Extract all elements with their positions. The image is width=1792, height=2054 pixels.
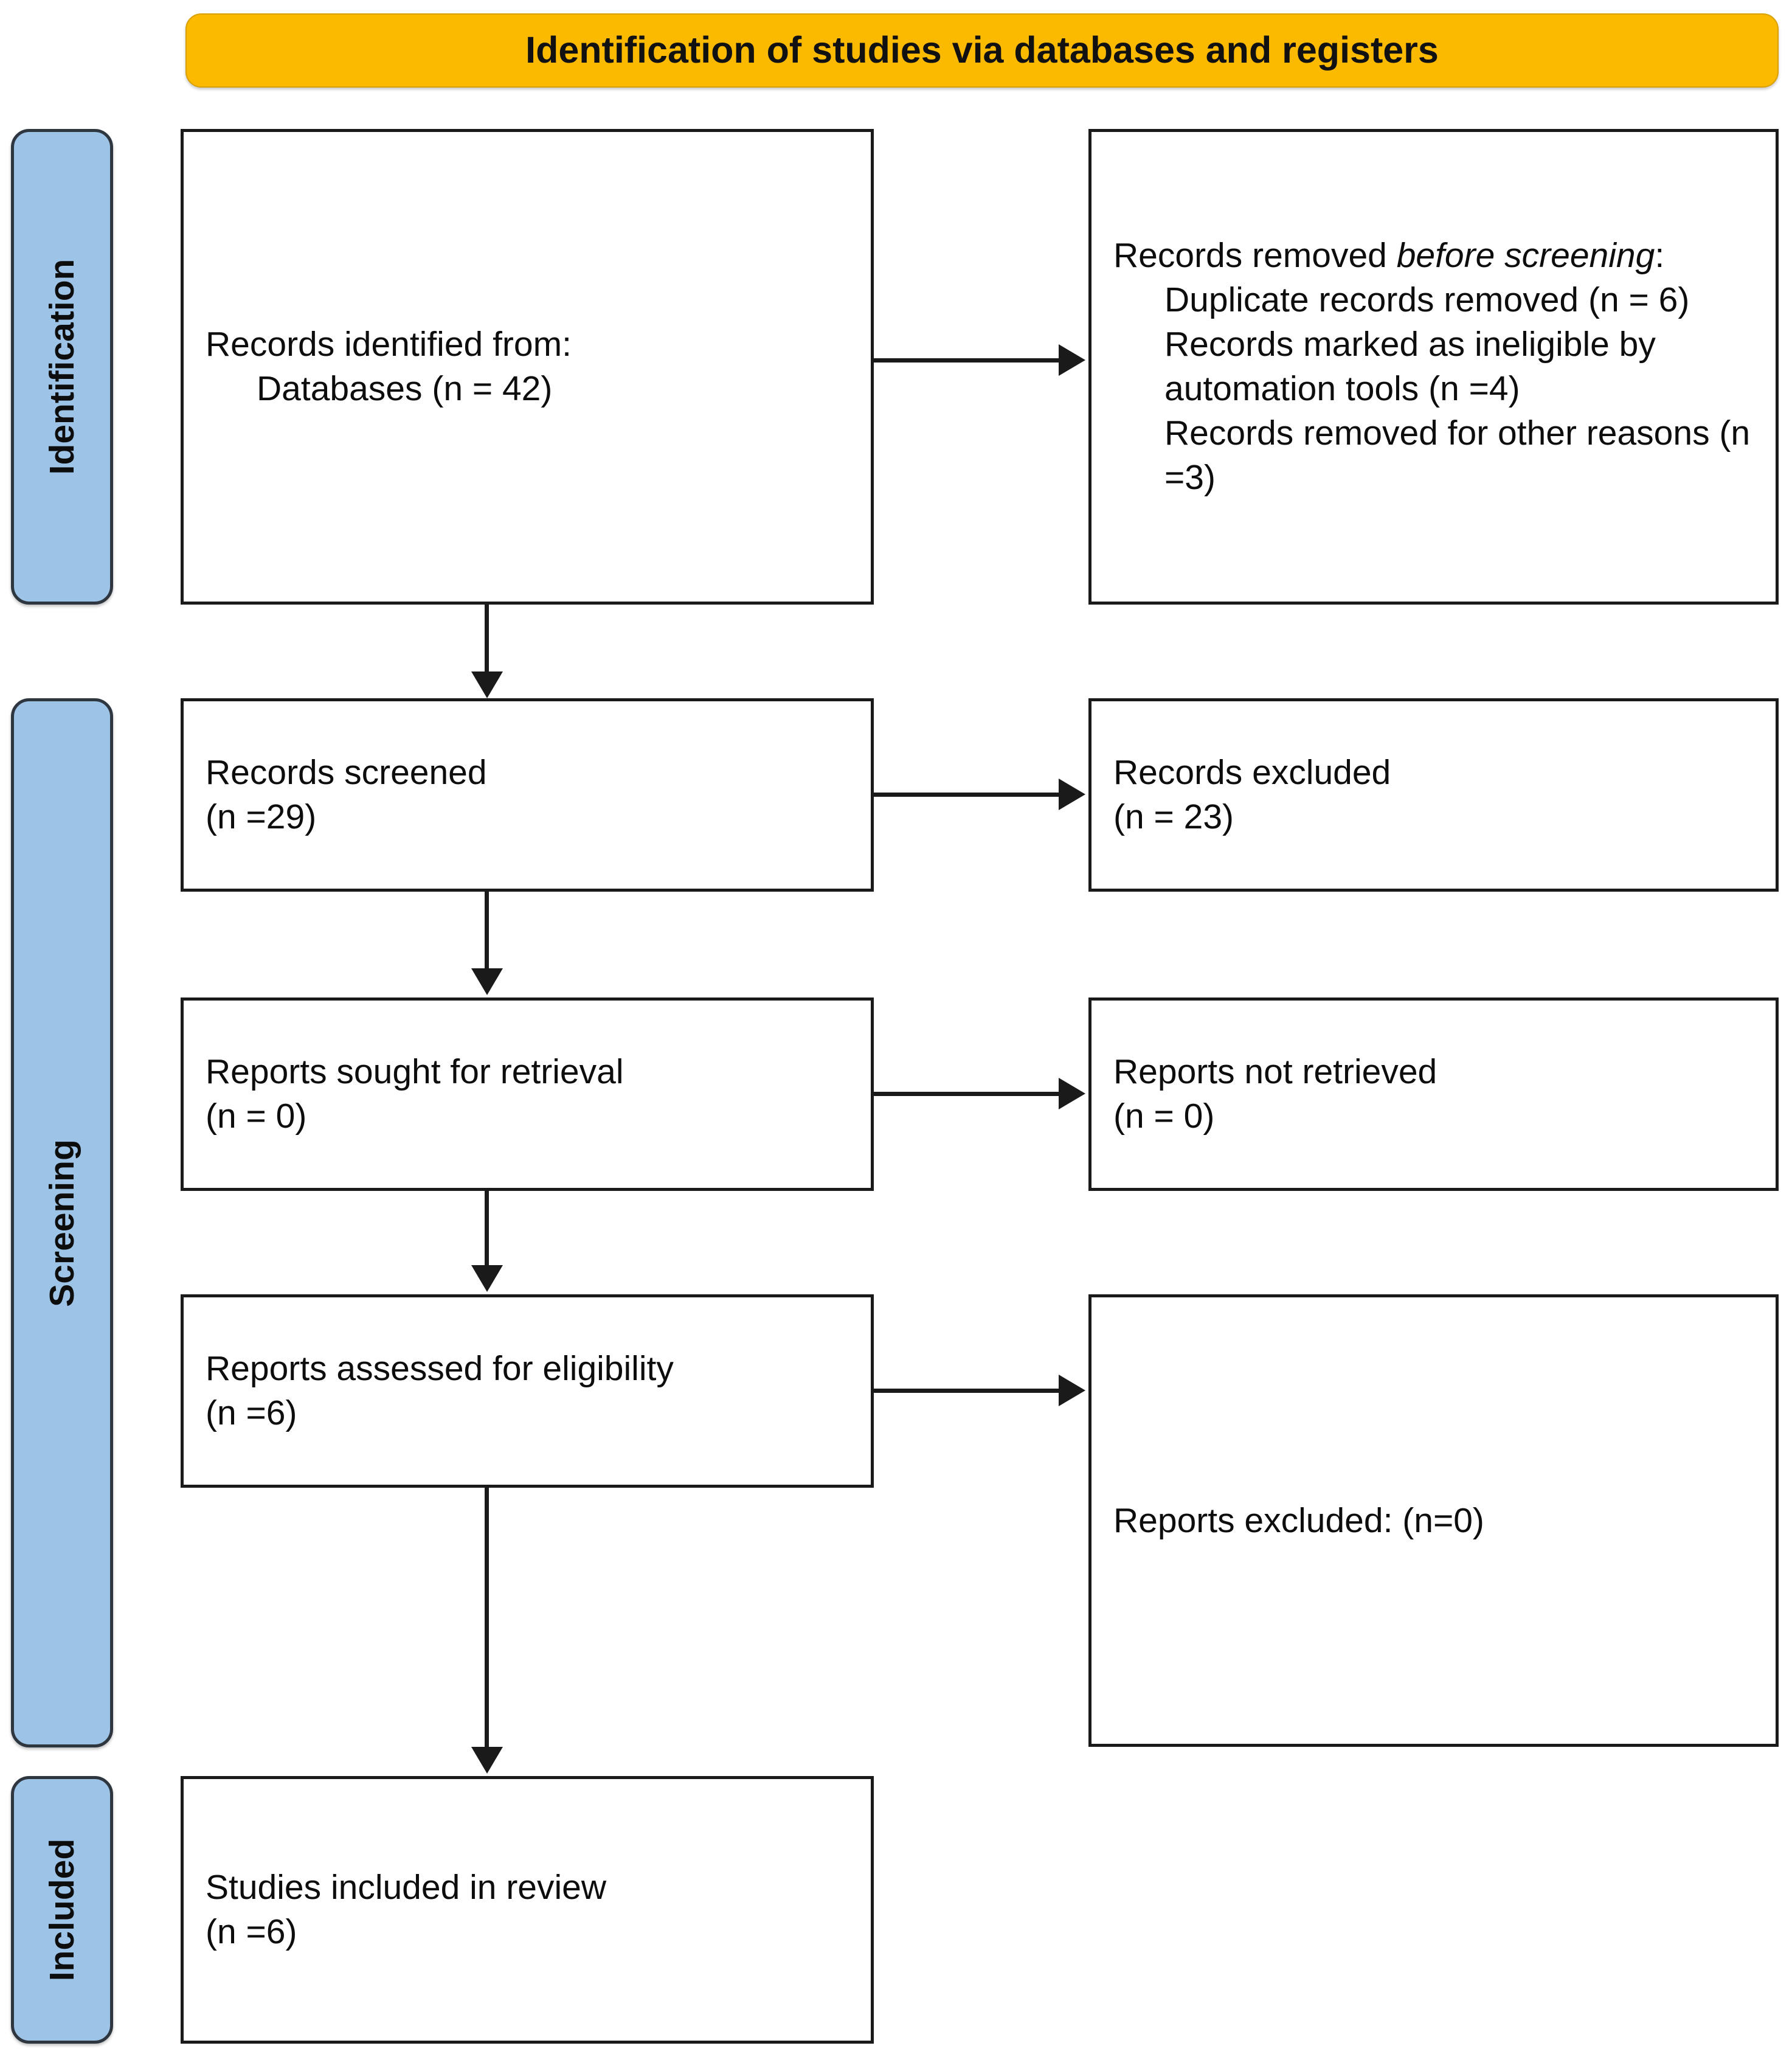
connector-sought-to-not-retrieved-arrowhead xyxy=(1059,1078,1085,1109)
box-studies-included-in-review: Studies included in review (n =6) xyxy=(181,1776,874,2044)
removed-item-other: Records removed for other reasons (n =3) xyxy=(1164,413,1760,497)
connector-assessed-to-reports-excluded-line xyxy=(874,1389,1062,1393)
box-reports-excluded: Reports excluded: (n=0) xyxy=(1088,1294,1779,1747)
reports-not-retrieved-label: Reports not retrieved xyxy=(1113,1052,1437,1092)
box-records-screened: Records screened (n =29) xyxy=(181,698,874,892)
header-banner: Identification of studies via databases … xyxy=(185,13,1779,88)
records-screened-count: (n =29) xyxy=(206,797,317,836)
reports-sought-label: Reports sought for retrieval xyxy=(206,1052,624,1092)
records-removed-heading: Records removed before screening: xyxy=(1113,234,1754,278)
connector-assessed-to-reports-excluded-arrowhead xyxy=(1059,1375,1085,1406)
connector-sought-to-not-retrieved-line xyxy=(874,1092,1062,1096)
reports-sought-count: (n = 0) xyxy=(206,1097,307,1136)
connector-screened-to-excluded-arrowhead xyxy=(1059,779,1085,810)
connector-identified-to-removed-arrowhead xyxy=(1059,344,1085,376)
stage-included: Included xyxy=(11,1776,113,2044)
records-excluded-count: (n = 23) xyxy=(1113,797,1234,836)
box-reports-assessed-for-eligibility: Reports assessed for eligibility (n =6) xyxy=(181,1294,874,1488)
stage-screening-label: Screening xyxy=(43,1139,81,1307)
connector-assessed-to-included-arrowhead xyxy=(471,1747,503,1774)
records-removed-italic-before: before xyxy=(1396,236,1495,276)
stage-identification-label: Identification xyxy=(43,258,81,475)
reports-assessed-count: (n =6) xyxy=(206,1393,297,1432)
connector-identified-to-removed-line xyxy=(874,358,1062,363)
records-identified-databases: Databases (n = 42) xyxy=(257,369,553,408)
stage-screening: Screening xyxy=(11,698,113,1747)
connector-screened-to-excluded-line xyxy=(874,793,1062,797)
box-reports-not-retrieved: Reports not retrieved (n = 0) xyxy=(1088,998,1779,1191)
connector-screened-to-sought-arrowhead xyxy=(471,968,503,995)
records-removed-prefix: Records removed xyxy=(1113,236,1397,276)
stage-identification: Identification xyxy=(11,129,113,605)
connector-sought-to-assessed-arrowhead xyxy=(471,1265,503,1292)
records-excluded-label: Records excluded xyxy=(1113,753,1391,793)
connector-identified-to-screened-line xyxy=(485,605,489,676)
records-removed-colon: : xyxy=(1655,236,1665,276)
records-removed-italic-screening: screening xyxy=(1504,236,1655,276)
reports-assessed-label: Reports assessed for eligibility xyxy=(206,1349,674,1389)
connector-identified-to-screened-arrowhead xyxy=(471,671,503,698)
studies-included-count: (n =6) xyxy=(206,1912,297,1951)
removed-item-duplicates: Duplicate records removed (n = 6) xyxy=(1164,280,1690,320)
box-reports-sought-for-retrieval: Reports sought for retrieval (n = 0) xyxy=(181,998,874,1191)
studies-included-label: Studies included in review xyxy=(206,1868,607,1907)
box-records-excluded: Records excluded (n = 23) xyxy=(1088,698,1779,892)
header-title: Identification of studies via databases … xyxy=(525,29,1439,71)
records-identified-line1: Records identified from: xyxy=(206,325,572,364)
connector-sought-to-assessed-line xyxy=(485,1191,489,1266)
removed-item-automation: Records marked as ineligible by automati… xyxy=(1164,325,1666,408)
reports-excluded-label: Reports excluded: (n=0) xyxy=(1113,1501,1484,1540)
connector-screened-to-sought-line xyxy=(485,892,489,970)
records-screened-label: Records screened xyxy=(206,753,487,793)
box-records-removed-before-screening: Records removed before screening: Duplic… xyxy=(1088,129,1779,605)
stage-included-label: Included xyxy=(43,1838,81,1982)
connector-assessed-to-included-line xyxy=(485,1488,489,1748)
box-records-identified: Records identified from: Databases (n = … xyxy=(181,129,874,605)
reports-not-retrieved-count: (n = 0) xyxy=(1113,1097,1215,1136)
